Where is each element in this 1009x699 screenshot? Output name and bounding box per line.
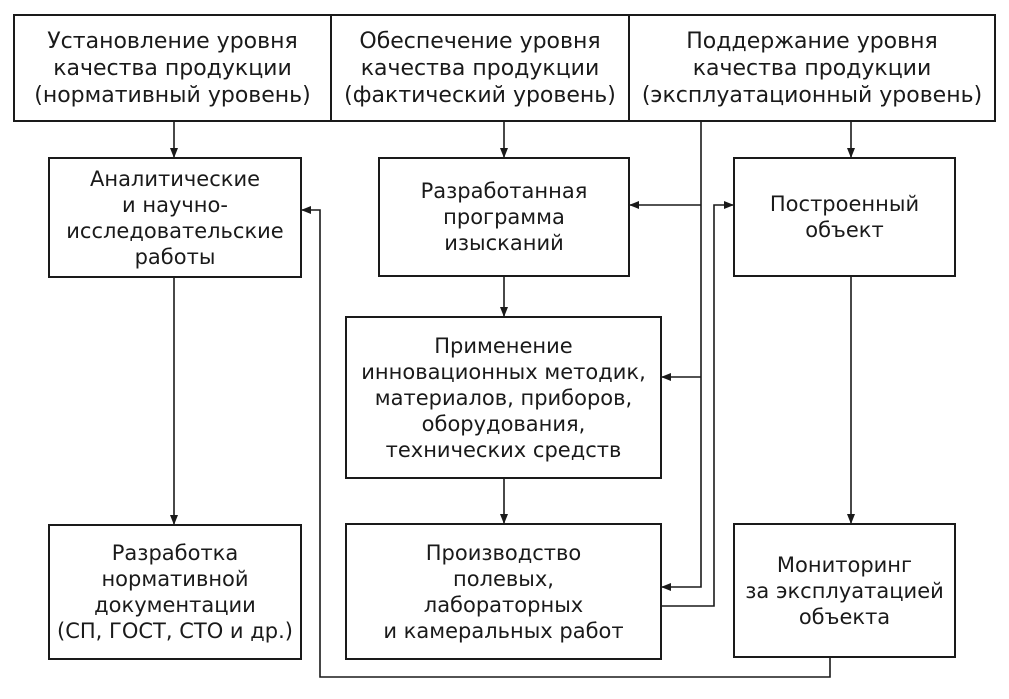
header-normative-level: Установление уровня качества продукции (… xyxy=(13,14,332,122)
box-line: Мониторинг xyxy=(776,552,913,577)
box-line: материалов, приборов, xyxy=(374,385,633,410)
box-line: Аналитические xyxy=(89,166,261,191)
header-line: качества продукции xyxy=(360,55,600,81)
box-line: и научно- xyxy=(122,192,228,217)
header-line: Поддержание уровня xyxy=(686,28,938,54)
box-line: Построенный xyxy=(769,192,920,216)
production-works-box: Производство полевых, лабораторных и кам… xyxy=(345,523,662,660)
header-line: (фактический уровень) xyxy=(344,82,616,108)
box-line: полевых, xyxy=(453,566,554,591)
box-line: инновационных методик, xyxy=(361,359,646,384)
innovation-box: Применение инновационных методик, матери… xyxy=(345,316,662,479)
arrow-monitoring-to-research xyxy=(301,206,831,678)
research-box: Аналитические и научно- исследовательски… xyxy=(48,157,302,278)
header-line: (нормативный уровень) xyxy=(34,82,311,108)
built-object-box: Построенный объект xyxy=(733,157,956,277)
box-line: работы xyxy=(134,244,216,269)
box-line: нормативной xyxy=(101,567,249,591)
survey-program-box: Разработанная программа изысканий xyxy=(378,157,630,277)
box-line: Разработанная xyxy=(420,179,588,203)
header-actual-level: Обеспечение уровня качества продукции (ф… xyxy=(330,14,630,122)
header-line: (эксплуатационный уровень) xyxy=(641,82,983,108)
monitoring-box: Мониторинг за эксплуатацией объекта xyxy=(733,523,956,658)
box-line: за эксплуатацией xyxy=(745,578,944,603)
box-line: программа xyxy=(443,205,565,229)
box-line: технических средств xyxy=(385,437,622,462)
header-line: качества продукции xyxy=(53,55,292,81)
header-operational-level: Поддержание уровня качества продукции (э… xyxy=(628,14,996,122)
bus-header3-to-center xyxy=(661,121,702,591)
box-line: документации xyxy=(94,593,256,617)
normative-docs-box: Разработка нормативной документации (СП,… xyxy=(48,524,302,660)
box-line: объект xyxy=(805,218,884,242)
header-line: Обеспечение уровня xyxy=(359,28,601,54)
box-line: оборудования, xyxy=(421,411,586,436)
box-line: Применение xyxy=(434,333,573,358)
header-line: Установление уровня xyxy=(47,28,298,54)
box-line: Производство xyxy=(425,540,582,565)
header-line: качества продукции xyxy=(692,55,932,81)
box-line: исследовательские xyxy=(66,218,284,243)
box-line: Разработка xyxy=(111,541,239,565)
box-line: лабораторных xyxy=(423,592,584,617)
arrow-production-to-object xyxy=(662,201,734,607)
box-line: объекта xyxy=(798,604,891,629)
box-line: изысканий xyxy=(444,231,564,255)
box-line: и камеральных работ xyxy=(383,618,624,643)
box-line: (СП, ГОСТ, СТО и др.) xyxy=(57,619,293,643)
